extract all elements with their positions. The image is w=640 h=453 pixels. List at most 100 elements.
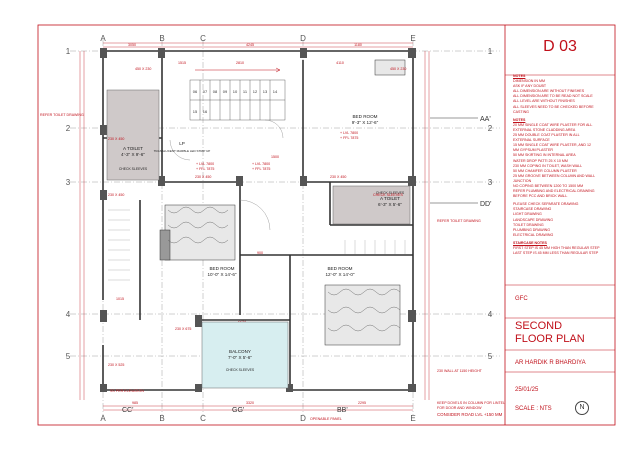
wardrobe bbox=[374, 59, 406, 76]
dimension-text: 2295 bbox=[238, 319, 246, 323]
dimension-text: 1180 bbox=[354, 43, 362, 47]
note-line: ALL LEVEL ARE WITHOUT FINISHES bbox=[513, 99, 575, 104]
dimension-texts: 3050 4245 1180 1515 2810 4110 1500 900 1… bbox=[116, 43, 366, 405]
note-line: PLEASE CHECK SEPARATE DRAWING bbox=[513, 202, 579, 207]
column bbox=[408, 176, 416, 186]
note-line: 15 MM SINGLE COAT WIRE PLASTER, AND 12 bbox=[513, 143, 591, 148]
sheet-border bbox=[37, 24, 616, 426]
stair-step-number: 14 bbox=[273, 89, 278, 94]
stair-step-number: 13 bbox=[263, 89, 268, 94]
ffl-note: + FFL 7875 bbox=[196, 167, 214, 171]
notes-heading: NOTES bbox=[513, 74, 526, 78]
column-size-tag: 230 X 450 bbox=[330, 175, 346, 179]
openable-panel-note: OPENABLE PANEL bbox=[310, 417, 342, 421]
note-line: ALL SLEEVES NEED TO BE CHECKED BEFORE bbox=[513, 104, 594, 109]
note-line: STAIRCASE DRAWING bbox=[513, 207, 552, 212]
note-line: 230 MM COPING IN TOILET, WASH WALL bbox=[513, 163, 583, 168]
grid-labels-right: 1 2 3 4 5 bbox=[488, 47, 493, 361]
column bbox=[195, 315, 202, 327]
note-line: JUNCTION bbox=[513, 178, 532, 183]
grid-col-label: B bbox=[159, 34, 164, 43]
gfc-label: GFC bbox=[515, 296, 528, 302]
dimension-text: 985 bbox=[132, 401, 138, 405]
drawing-date: 25/01/25 bbox=[515, 387, 539, 393]
grid-row-label: 5 bbox=[66, 352, 71, 361]
room-name-toilet-a: A TOILET bbox=[123, 146, 143, 151]
drawing-title: SECOND FLOOR PLAN bbox=[515, 320, 585, 346]
dimension-text: 4110 bbox=[336, 61, 344, 65]
stair-direction-arrow bbox=[195, 67, 281, 73]
column bbox=[286, 384, 293, 392]
column bbox=[236, 176, 243, 186]
stair-numbers: 06 07 08 09 10 11 12 13 14 15 16 bbox=[193, 89, 278, 114]
grid-labels-left: 1 2 3 4 5 bbox=[66, 47, 71, 361]
stair-step-number: 15 bbox=[193, 109, 198, 114]
column-size-tag: 230 X 450 bbox=[195, 175, 211, 179]
notes-heading: NOTES bbox=[513, 117, 526, 122]
dimension-text: 3050 bbox=[128, 43, 136, 47]
ffl-note: + FFL 7875 bbox=[252, 167, 270, 171]
section-label-bb: BB' bbox=[337, 407, 348, 414]
drawing-title-line: FLOOR PLAN bbox=[515, 333, 585, 345]
note-line: EXTERNAL STONE CLADDING AREA bbox=[513, 127, 576, 132]
drawing-title-line: SECOND bbox=[515, 320, 563, 332]
note-line: NO COPING BETWEEN 1200 TO 1500 MM bbox=[513, 183, 584, 188]
stair-step-number: 12 bbox=[253, 89, 258, 94]
grid-labels-top: A B C D E bbox=[100, 34, 415, 43]
column bbox=[300, 176, 307, 186]
door-swings bbox=[169, 119, 284, 231]
grid-col-label: D bbox=[300, 34, 306, 43]
level-note: + LVL 7800 bbox=[252, 162, 270, 166]
section-label-dd: DD' bbox=[480, 201, 491, 208]
note-line: FIRST STEP IS 45 MM HIGH THAN REGULAR ST… bbox=[513, 246, 600, 250]
grid-col-label: C bbox=[200, 34, 206, 43]
note-line: LANDSCAPE DRAWING bbox=[513, 217, 554, 222]
grid-row-label: 3 bbox=[488, 178, 493, 187]
staircase bbox=[189, 79, 286, 121]
note-line: 20 MM SINGLE COAT WIRE PLASTER FOR ALL bbox=[513, 122, 593, 127]
grid-col-label: E bbox=[410, 34, 415, 43]
grid-col-label: C bbox=[200, 414, 206, 423]
wardrobe-hatch bbox=[108, 209, 130, 281]
room-name-toilet-b: A TOILET bbox=[380, 196, 400, 201]
refer-toilet-note-right: REFER TOILET DRAWING bbox=[437, 219, 481, 223]
section-label-gg: GG' bbox=[232, 407, 244, 414]
architect-name: AR HARDIK R BHARDIYA bbox=[515, 360, 586, 366]
bed-pattern bbox=[167, 206, 401, 332]
note-line: BEFORE PCC AND BRICK WALL bbox=[513, 194, 568, 199]
column bbox=[300, 48, 307, 58]
stair-step-number: 16 bbox=[203, 109, 208, 114]
wall-height-note: 230 WALL AT 1150 HEIGHT bbox=[437, 369, 483, 373]
door-swing bbox=[264, 119, 284, 139]
room-note-toilet-a: CHECK SLEEVES bbox=[119, 167, 148, 171]
bed bbox=[324, 284, 401, 346]
column bbox=[408, 48, 416, 58]
section-label-cc: CC' bbox=[122, 407, 133, 414]
grid-labels-bottom: A B C D E bbox=[100, 414, 415, 423]
room-size-toilet-a: 4'-3" X 9'-6" bbox=[121, 152, 145, 157]
sill-note: SS PER ELEVATION bbox=[110, 389, 144, 393]
column bbox=[408, 384, 416, 392]
room-sub-lp: TRANSLUCENT MARBLE LED STRIP UP bbox=[154, 149, 211, 153]
dimension-text: 1015 bbox=[116, 297, 124, 301]
road-level-note: CONSIDER ROAD LVL +150 MM bbox=[437, 412, 503, 417]
level-note: + LVL 7800 bbox=[196, 162, 214, 166]
title-block: D 03 NOTES DIMENSION IN MM ASK IF ANY DO… bbox=[505, 28, 615, 423]
level-note: + LVL 7800 bbox=[340, 131, 358, 135]
dimension-text: 1515 bbox=[178, 61, 186, 65]
note-line: TOILET DRAWING bbox=[513, 222, 544, 227]
section-label-aa: AA' bbox=[480, 116, 491, 123]
column bbox=[195, 384, 202, 392]
refer-toilet-note-left: REFER TOILET DRAWING bbox=[40, 113, 84, 117]
note-line: EXTERNAL SURFACE bbox=[513, 138, 550, 143]
side-table bbox=[159, 229, 171, 261]
room-size-balcony: 7'-0" X 5'-6" bbox=[228, 355, 252, 360]
stair-step-number: 10 bbox=[233, 89, 238, 94]
column-size-tag: 230 X 675 bbox=[175, 327, 191, 331]
room-name-lp: LP bbox=[179, 141, 185, 146]
room-name-bed1: BED ROOM bbox=[352, 114, 377, 119]
grid-col-label: E bbox=[410, 414, 415, 423]
room-size-bed2: 10'-0" X 14'-6" bbox=[207, 272, 236, 277]
